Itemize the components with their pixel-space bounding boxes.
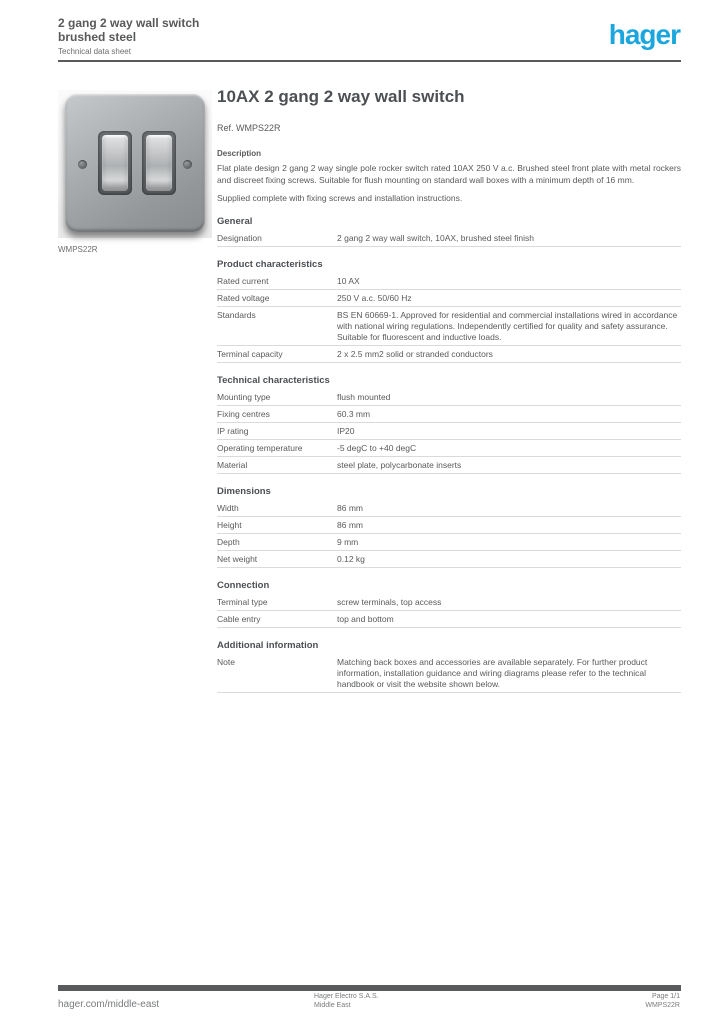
- spec-label: Rated current: [217, 276, 269, 286]
- spec-value: flush mounted: [337, 392, 391, 402]
- spec-row: Net weight 0.12 kg: [217, 551, 681, 568]
- footer-divider-bar: [58, 985, 681, 991]
- spec-row: Rated voltage 250 V a.c. 50/60 Hz: [217, 290, 681, 307]
- spec-value: BS EN 60669-1. Approved for residential …: [337, 310, 678, 342]
- spec-row: Operating temperature -5 degC to +40 deg…: [217, 440, 681, 457]
- spec-value: 0.12 kg: [337, 554, 365, 564]
- section-connection: Connection Terminal type screw terminals…: [217, 576, 681, 628]
- switch-plate-graphic: [65, 94, 205, 232]
- spec-value: 250 V a.c. 50/60 Hz: [337, 293, 412, 303]
- header-divider: [58, 60, 681, 62]
- spec-row: Depth 9 mm: [217, 534, 681, 551]
- header-subtitle: Technical data sheet: [58, 47, 131, 56]
- header-product-block: 2 gang 2 way wall switch brushed steel T…: [58, 16, 199, 56]
- rocker-frame-right: [142, 131, 176, 195]
- section-general: General Designation 2 gang 2 way wall sw…: [217, 212, 681, 247]
- page-title: 10AX 2 gang 2 way wall switch: [217, 87, 465, 106]
- spec-row: Mounting type flush mounted: [217, 389, 681, 406]
- spec-row: Width 86 mm: [217, 500, 681, 517]
- spec-value: 86 mm: [337, 503, 363, 513]
- header-product-line2: brushed steel: [58, 30, 137, 44]
- spec-label: Net weight: [217, 554, 258, 564]
- product-photo: [58, 90, 212, 238]
- footer-page-block: Page 1/1 WMPS22R: [645, 992, 680, 1010]
- screw-right: [183, 160, 192, 169]
- section-additional-information: Additional information Note Matching bac…: [217, 636, 681, 693]
- spec-value: steel plate, polycarbonate inserts: [337, 460, 462, 470]
- description-paragraph-2: Supplied complete with fixing screws and…: [217, 193, 463, 203]
- section-heading: Additional information: [217, 640, 319, 651]
- product-reference: Ref. WMPS22R: [217, 123, 281, 133]
- spec-row: Terminal capacity 2 x 2.5 mm2 solid or s…: [217, 346, 681, 363]
- spec-value: 60.3 mm: [337, 409, 371, 419]
- spec-row: Fixing centres 60.3 mm: [217, 406, 681, 423]
- rocker-right: [146, 135, 172, 191]
- spec-label: Depth: [217, 537, 240, 547]
- section-heading: Product characteristics: [217, 259, 323, 270]
- footer-company-line2: Middle East: [314, 1002, 351, 1009]
- spec-value: screw terminals, top access: [337, 597, 442, 607]
- screw-left: [78, 160, 87, 169]
- spec-row: Rated current 10 AX: [217, 273, 681, 290]
- footer-doc-ref: WMPS22R: [645, 1002, 680, 1009]
- rocker-left: [102, 135, 128, 191]
- footer-company-block: Hager Electro S.A.S. Middle East: [314, 992, 424, 1010]
- spec-label: Material: [217, 460, 248, 470]
- section-dimensions: Dimensions Width 86 mm Height 86 mm Dept…: [217, 482, 681, 568]
- spec-value: IP20: [337, 426, 355, 436]
- spec-label: Width: [217, 503, 239, 513]
- spec-value: Matching back boxes and accessories are …: [337, 657, 648, 689]
- footer-website-link[interactable]: hager.com/middle-east: [58, 999, 160, 1010]
- spec-label: Mounting type: [217, 392, 271, 402]
- footer-company-line1: Hager Electro S.A.S.: [314, 993, 379, 1000]
- header-product-line1: 2 gang 2 way wall switch: [58, 16, 200, 30]
- section-product-characteristics: Product characteristics Rated current 10…: [217, 255, 681, 363]
- section-heading: Dimensions: [217, 486, 271, 497]
- main-content: 10AX 2 gang 2 way wall switch Ref. WMPS2…: [217, 87, 681, 693]
- section-heading: Connection: [217, 580, 270, 591]
- spec-row: Standards BS EN 60669-1. Approved for re…: [217, 307, 681, 346]
- spec-value: 86 mm: [337, 520, 363, 530]
- product-image-column: WMPS22R: [58, 90, 212, 254]
- spec-value: 9 mm: [337, 537, 359, 547]
- spec-label: Designation: [217, 233, 262, 243]
- spec-label: Terminal type: [217, 597, 268, 607]
- spec-row: IP rating IP20: [217, 423, 681, 440]
- description-label: Description: [217, 149, 262, 158]
- spec-label: Cable entry: [217, 614, 261, 624]
- spec-value: -5 degC to +40 degC: [337, 443, 417, 453]
- spec-row: Note Matching back boxes and accessories…: [217, 654, 681, 693]
- rocker-frame-left: [98, 131, 132, 195]
- spec-row: Cable entry top and bottom: [217, 611, 681, 628]
- spec-label: IP rating: [217, 426, 249, 436]
- spec-label: Fixing centres: [217, 409, 270, 419]
- spec-row: Designation 2 gang 2 way wall switch, 10…: [217, 230, 681, 247]
- spec-label: Standards: [217, 310, 256, 320]
- spec-label: Height: [217, 520, 242, 530]
- spec-label: Operating temperature: [217, 443, 303, 453]
- spec-row: Terminal type screw terminals, top acces…: [217, 594, 681, 611]
- footer-page-info: Page 1/1: [651, 993, 680, 1000]
- spec-value: 10 AX: [337, 276, 360, 286]
- section-heading: General: [217, 216, 253, 227]
- spec-row: Material steel plate, polycarbonate inse…: [217, 457, 681, 474]
- product-image-caption: WMPS22R: [58, 245, 98, 254]
- hager-logo: hager: [608, 19, 681, 50]
- spec-label: Rated voltage: [217, 293, 270, 303]
- description-paragraph: Flat plate design 2 gang 2 way single po…: [217, 163, 681, 185]
- spec-value: 2 x 2.5 mm2 solid or stranded conductors: [337, 349, 493, 359]
- spec-row: Height 86 mm: [217, 517, 681, 534]
- spec-label: Terminal capacity: [217, 349, 283, 359]
- spec-label: Note: [217, 657, 235, 667]
- spec-value: 2 gang 2 way wall switch, 10AX, brushed …: [337, 233, 535, 243]
- section-technical-characteristics: Technical characteristics Mounting type …: [217, 371, 681, 474]
- spec-value: top and bottom: [337, 614, 394, 624]
- section-heading: Technical characteristics: [217, 375, 330, 386]
